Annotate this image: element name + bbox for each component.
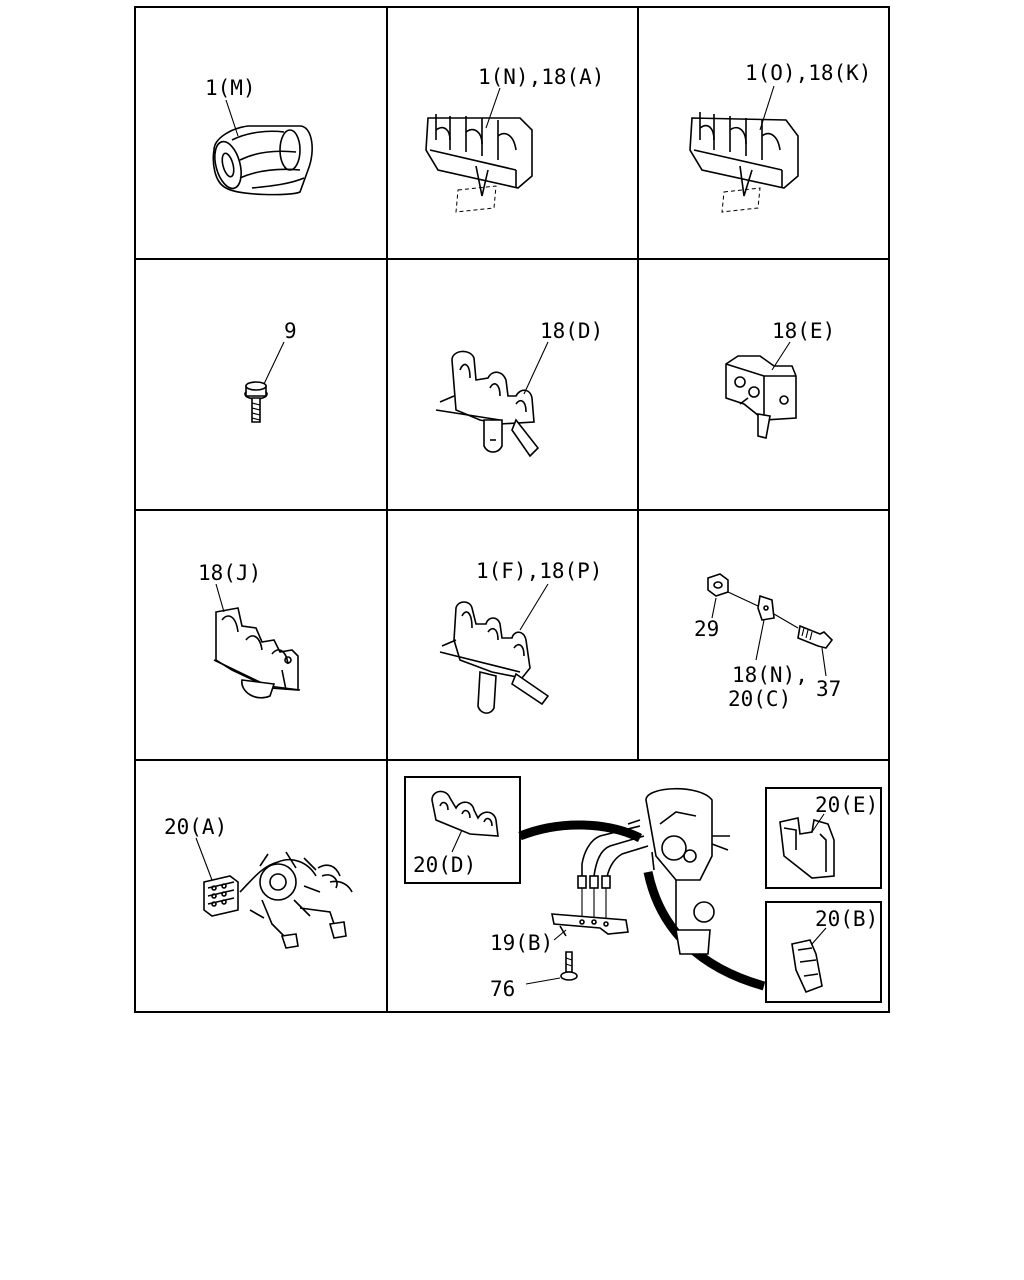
label-1n-18a: 1(N),18(A) [478, 65, 604, 89]
triple-tube-clamp-drawing [212, 125, 313, 196]
cell-clip-18e: 18(E) [725, 319, 835, 439]
cell-clip-18j: 18(J) [198, 561, 301, 699]
label-18n: 18(N), [732, 663, 808, 687]
cell-clip-1f-18p: 1(F),18(P) [439, 559, 602, 714]
cell-clamp-1m: 1(M) [205, 76, 313, 196]
comb-clip-drawing [425, 114, 533, 213]
cell-clip-1o-18k: 1(O),18(K) [689, 61, 871, 213]
inset-box-20d [404, 776, 521, 884]
label-20a: 20(A) [164, 815, 227, 839]
clip-20a-drawing [203, 875, 239, 917]
label-20d: 20(D) [413, 853, 476, 877]
bolt-drawing [244, 381, 268, 423]
cell-clip-20a: 20(A) [164, 815, 353, 949]
label-1o-18k: 1(O),18(K) [745, 61, 871, 85]
label-18d: 18(D) [540, 319, 603, 343]
comb-clip-drawing [689, 112, 799, 213]
hose-clip-drawing [439, 601, 550, 714]
bolt-76-drawing [560, 951, 578, 981]
label-19b: 19(B) [490, 931, 553, 955]
cell-pipe-assembly: 20(D) 20(E) 20(B) [404, 776, 882, 1003]
label-9: 9 [284, 319, 297, 343]
nut-drawing [707, 573, 729, 597]
cell-clip-1n-18a: 1(N),18(A) [425, 65, 604, 213]
clip-plate-drawing [757, 594, 775, 621]
cell-clip-18d: 18(D) [435, 319, 603, 458]
bolt-37-drawing [797, 624, 834, 649]
label-76: 76 [490, 977, 515, 1001]
label-1m: 1(M) [205, 76, 256, 100]
cell-fastener-set: 29 18(N), 20(C) 37 [694, 573, 841, 711]
callout-arc-right [643, 871, 766, 991]
clip-20b-drawing [791, 939, 823, 994]
bracket-19b-drawing [551, 913, 629, 937]
clip-20d-drawing [431, 790, 499, 837]
label-1f-18p: 1(F),18(P) [476, 559, 602, 583]
hose-clip-drawing [213, 607, 301, 699]
clip-20e-drawing [779, 817, 835, 879]
label-18j: 18(J) [198, 561, 261, 585]
label-29: 29 [694, 617, 719, 641]
engine-mount-drawing [239, 851, 353, 949]
brake-pipe-drawing [577, 787, 730, 955]
inset-box-20e [765, 787, 882, 889]
label-20e: 20(E) [815, 793, 878, 817]
label-37: 37 [816, 677, 841, 701]
callout-arc-left [518, 820, 643, 843]
label-20c: 20(C) [728, 687, 791, 711]
block-clip-drawing [725, 355, 797, 439]
grid-frame [134, 6, 890, 1013]
hose-clip-drawing [435, 350, 540, 458]
label-18e: 18(E) [772, 319, 835, 343]
cell-bolt-9: 9 [244, 319, 297, 423]
inset-box-20b [765, 901, 882, 1003]
label-20b: 20(B) [815, 907, 878, 931]
